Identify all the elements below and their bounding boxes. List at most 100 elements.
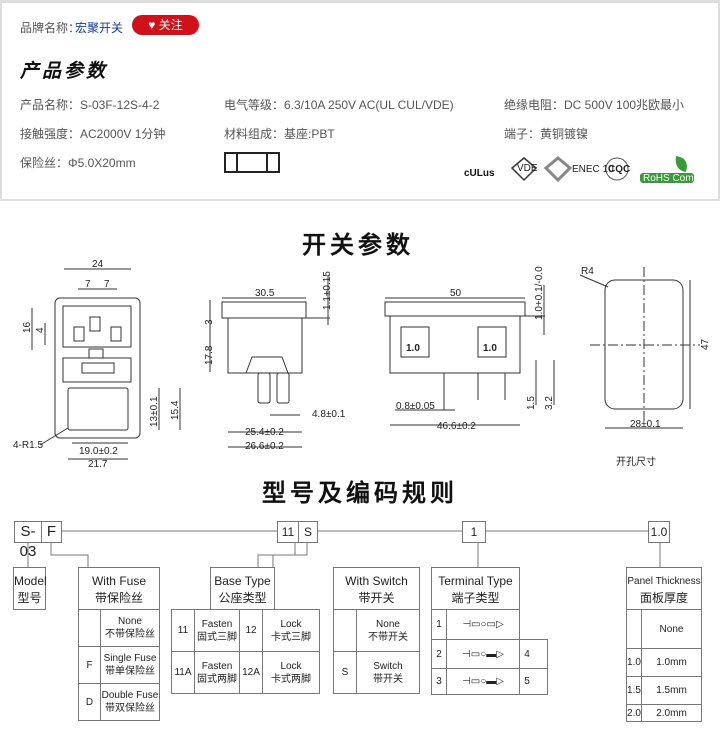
section-title: 产品参数 bbox=[20, 60, 109, 82]
rohs-logo: RoHS Compliant bbox=[640, 156, 698, 184]
panel-option: 1.0mm bbox=[641, 648, 702, 677]
brand-link[interactable]: 宏聚开关 bbox=[75, 21, 124, 35]
label-cn: 面板厚度 bbox=[639, 591, 688, 605]
panel-option: 2.0mm bbox=[641, 704, 702, 722]
follow-button[interactable]: ♥ 关注 bbox=[132, 15, 199, 35]
terminal-header: Terminal Type 端子类型 bbox=[431, 567, 520, 610]
base-code: 11A bbox=[171, 651, 195, 694]
terminal-4-icon bbox=[534, 639, 548, 669]
dim-label: 19.0±0.2 bbox=[79, 446, 118, 457]
spec-insulation: 绝缘电阻：DC 500V 100兆欧最小 bbox=[504, 98, 685, 112]
dim-label: 0.8±0.05 bbox=[396, 401, 435, 412]
dim-label: 28±0.1 bbox=[630, 419, 661, 430]
spec-material: 材料组成：基座:PBT bbox=[224, 127, 335, 141]
certification-logos: cULus VDE ENEC 10 CQC RoHS Compliant bbox=[464, 156, 698, 184]
label-en: With Switch bbox=[345, 574, 408, 588]
dim-label: 50 bbox=[450, 288, 462, 299]
label-en: Base Type bbox=[214, 574, 271, 588]
label-en: With Fuse bbox=[91, 574, 146, 588]
follow-label: 关注 bbox=[158, 18, 183, 32]
rohs-logo-text: RoHS Compliant bbox=[643, 173, 698, 184]
code-switch: S bbox=[298, 521, 318, 543]
cqc-logo-text: CQC bbox=[608, 164, 630, 175]
dim-label: 17.8 bbox=[204, 345, 215, 365]
code-base: 11 bbox=[277, 521, 299, 543]
vde-logo-text: VDE bbox=[517, 163, 538, 174]
dim-label: 26.6±0.2 bbox=[245, 441, 284, 452]
dim-label: 30.5 bbox=[255, 288, 275, 299]
cqc-logo: CQC bbox=[605, 157, 630, 181]
cutout-view bbox=[579, 267, 700, 429]
product-info-card bbox=[0, 0, 720, 201]
terminal-2-icon: ⊣▭○▬▷ bbox=[446, 639, 520, 669]
code-panel: 1.0 bbox=[648, 521, 670, 543]
spec-name: 产品名称：S-03F-12S-4-2 bbox=[20, 98, 160, 112]
label-en: Model bbox=[14, 574, 47, 588]
code-fuse: F bbox=[41, 521, 62, 543]
cutout-caption: 开孔尺寸 bbox=[616, 455, 656, 468]
dimension-drawings: 24 7 7 16 4 13±0.1 15.4 4-R1.5 19.0±0.2 … bbox=[13, 259, 711, 470]
terminal-code: 2 bbox=[431, 639, 447, 669]
spec-terminal: 端子：黄铜镀镍 bbox=[504, 127, 589, 141]
brand-label: 品牌名称： bbox=[20, 21, 81, 35]
label-cn: 端子类型 bbox=[451, 591, 500, 605]
terminal-code: 1 bbox=[431, 609, 447, 640]
panel-code bbox=[626, 609, 642, 649]
dim-label: 3 bbox=[204, 319, 215, 325]
vde-logo: VDE bbox=[510, 157, 538, 182]
dim-label: 24 bbox=[92, 259, 104, 270]
terminal-code: 3 bbox=[431, 668, 447, 695]
enec-logo: ENEC 10 bbox=[543, 156, 614, 183]
base-code: 12A bbox=[239, 651, 263, 694]
code-connectors bbox=[27, 530, 661, 567]
terminal-code: 4 bbox=[519, 639, 535, 669]
panel-option: 1.5mm bbox=[641, 676, 702, 705]
terminal-3-icon: ⊣▭○▬▷ bbox=[446, 668, 520, 695]
top-view bbox=[384, 285, 555, 426]
side-view bbox=[209, 275, 330, 448]
spec-rating: 电气等级：6.3/10A 250V AC(UL CUL/VDE) bbox=[224, 98, 454, 112]
dim-label: 4 bbox=[35, 327, 46, 333]
dim-label: 46.6±0.2 bbox=[437, 421, 476, 432]
ul-logo: cULus bbox=[464, 168, 495, 179]
panel-code: 2.0 bbox=[626, 704, 642, 722]
panel-code: 1.5 bbox=[626, 676, 642, 705]
switch-code bbox=[333, 609, 357, 652]
front-view bbox=[31, 268, 181, 460]
dim-label: 1.5 bbox=[526, 396, 537, 410]
dim-label: 1.0+0.1/-0.0 bbox=[534, 266, 545, 320]
switch-code: S bbox=[333, 651, 357, 694]
enec-logo-text: ENEC 10 bbox=[572, 164, 614, 175]
model-box: Model 型号 bbox=[13, 567, 47, 610]
label-cn: 带开关 bbox=[358, 591, 395, 605]
terminal-5-icon bbox=[534, 668, 548, 695]
dim-label: 16 bbox=[22, 321, 33, 333]
dim-label: 13±0.1 bbox=[149, 396, 160, 427]
base-code: 12 bbox=[239, 609, 263, 652]
fuse-icon bbox=[224, 152, 280, 173]
fuse-code: F bbox=[78, 646, 101, 684]
label-en: Terminal Type bbox=[438, 574, 513, 588]
dim-label: 4-R1.5 bbox=[13, 440, 43, 451]
heart-icon: ♥ bbox=[148, 18, 156, 32]
dim-label: 1.0 bbox=[406, 343, 420, 354]
dim-label: 21.7 bbox=[88, 459, 108, 470]
spec-dielectric: 接触强度：AC2000V 1分钟 bbox=[20, 127, 166, 141]
label-cn: 型号 bbox=[17, 591, 42, 605]
dim-label: 25.4±0.2 bbox=[245, 427, 284, 438]
dim-label: 1.0 bbox=[483, 343, 497, 354]
dim-label: 7 bbox=[85, 279, 91, 290]
panel-option: None bbox=[641, 609, 702, 649]
code-model: S-03 bbox=[14, 521, 42, 560]
